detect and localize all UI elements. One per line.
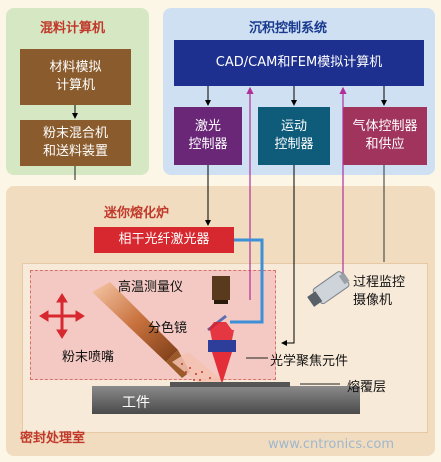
fiber-laser-box: 相干光纤激光器 bbox=[94, 227, 234, 253]
dichroic-mirror-label: 分色镜 bbox=[148, 321, 188, 336]
pyrometer-label: 高温测量仪 bbox=[118, 280, 184, 295]
gas-controller-box: 气体控制器 和供应 bbox=[343, 107, 427, 165]
process-camera-label: 过程监控 摄像机 bbox=[353, 275, 406, 308]
furnace-panel-title: 迷你熔化炉 bbox=[104, 206, 170, 221]
mixing-panel-title: 混料计算机 bbox=[40, 21, 106, 36]
workpiece-label: 工件 bbox=[122, 395, 150, 411]
cladding-layer-label: 熔覆层 bbox=[347, 380, 387, 395]
focusing-optics-label: 光学聚焦元件 bbox=[270, 354, 349, 369]
material-sim-computer-box: 材料模拟 计算机 bbox=[20, 49, 131, 105]
powder-mixer-feeder-box: 粉末混合机 和送料装置 bbox=[20, 120, 131, 166]
move-arrows-icon bbox=[39, 293, 85, 339]
sealed-chamber-label: 密封处理室 bbox=[20, 431, 86, 446]
cad-cam-fem-computer-box: CAD/CAM和FEM模拟计算机 bbox=[174, 40, 424, 86]
pyrometer-icon bbox=[212, 276, 230, 304]
watermark: www.cntronics.com bbox=[268, 437, 395, 452]
workpiece-block bbox=[92, 386, 360, 414]
motion-controller-box: 运动 控制器 bbox=[258, 107, 330, 165]
laser-controller-box: 激光 控制器 bbox=[174, 107, 242, 165]
deposition-panel-title: 沉积控制系统 bbox=[249, 21, 328, 36]
camera-icon bbox=[307, 271, 350, 307]
focusing-optics-icon bbox=[208, 340, 236, 352]
powder-nozzle-label: 粉末喷嘴 bbox=[62, 350, 115, 365]
